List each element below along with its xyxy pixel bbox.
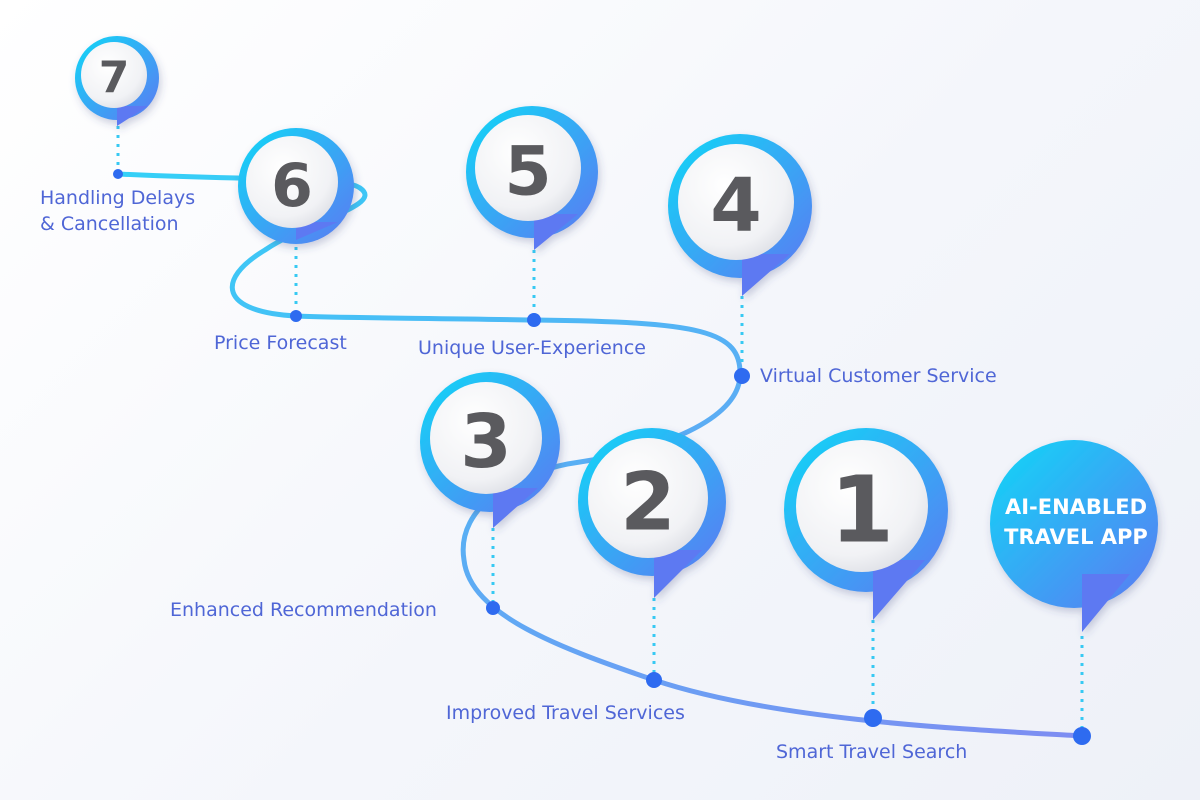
step-3-pin xyxy=(420,372,560,528)
node-3 xyxy=(486,601,500,615)
step-5-number: 5 xyxy=(504,133,551,212)
step-5-pin xyxy=(466,106,598,250)
node-2 xyxy=(646,672,662,688)
step-3-label: Enhanced Recommendation xyxy=(170,599,437,621)
step-2-pin xyxy=(578,428,726,598)
step-7-number: 7 xyxy=(99,53,130,104)
node-start xyxy=(1073,727,1091,745)
step-1-label: Smart Travel Search xyxy=(776,741,967,763)
step-2-number: 2 xyxy=(620,456,676,549)
start-badge-line2: TRAVEL APP xyxy=(1004,525,1148,549)
step-5-label: Unique User-Experience xyxy=(418,337,646,359)
step-6-number: 6 xyxy=(271,151,313,221)
node-4 xyxy=(734,368,750,384)
node-7 xyxy=(113,169,123,179)
step-6-label: Price Forecast xyxy=(214,332,347,354)
step-1-number: 1 xyxy=(830,457,894,564)
step-7-pin xyxy=(75,36,159,126)
step-1-pin xyxy=(784,428,948,620)
step-4-label: Virtual Customer Service xyxy=(760,365,997,387)
step-6-pin xyxy=(238,128,354,244)
step-2-label: Improved Travel Services xyxy=(446,702,685,724)
step-4-number: 4 xyxy=(710,163,762,249)
node-5 xyxy=(527,313,541,327)
step-7-label-line1: Handling Delays xyxy=(40,187,195,209)
node-1 xyxy=(864,709,882,727)
start-badge-line1: AI-ENABLED xyxy=(1005,495,1147,519)
start-badge xyxy=(990,440,1158,632)
node-6 xyxy=(290,310,302,322)
step-4-pin xyxy=(668,134,812,296)
step-7-label-line2: & Cancellation xyxy=(40,213,179,235)
step-3-number: 3 xyxy=(460,399,512,485)
